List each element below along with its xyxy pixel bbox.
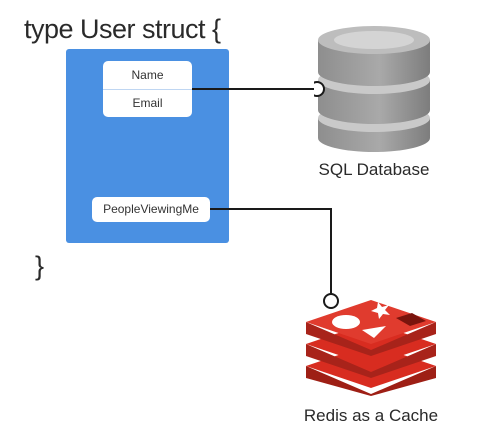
struct-footer: }	[35, 251, 45, 281]
field-email: Email	[103, 89, 192, 117]
sql-database-label: SQL Database	[318, 160, 430, 179]
database-cylinder-icon	[314, 26, 430, 152]
redis-logo-icon	[306, 293, 436, 396]
field-people-viewing-me: PeopleViewingMe	[92, 197, 210, 222]
redis-cache-label: Redis as a Cache	[303, 406, 439, 425]
db-fields-group: Name Email	[103, 61, 192, 117]
struct-header: type User struct {	[24, 14, 221, 44]
field-name: Name	[131, 68, 164, 82]
